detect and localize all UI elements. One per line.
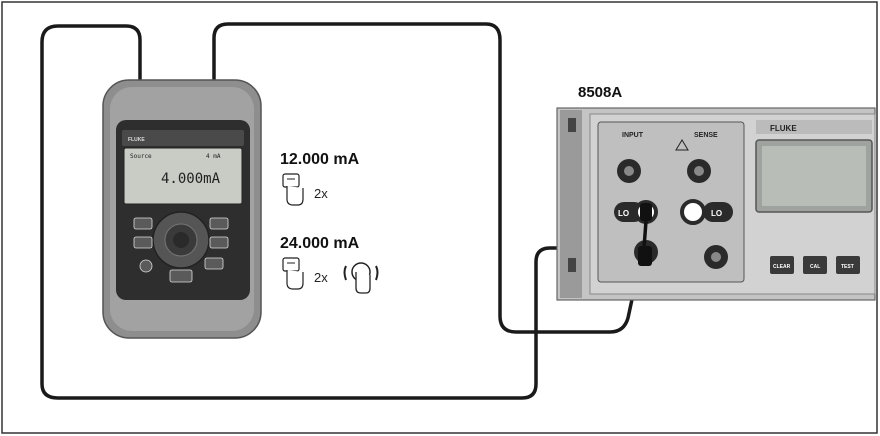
step-1-setpoint: 12.000 mA — [280, 151, 360, 168]
meter-clear-label: CLEAR — [773, 264, 791, 270]
warning-triangle-icon — [675, 139, 689, 151]
step-1: 12.000 mA 2x — [280, 151, 360, 206]
step-2: 24.000 mA 2x — [280, 235, 379, 294]
key-bottom — [169, 269, 193, 283]
meter-test-button — [836, 256, 860, 274]
calibrator-lcd — [123, 147, 243, 205]
step-1-repeat: 2x — [314, 186, 328, 201]
key-left-top — [133, 217, 153, 230]
terminal-lo-label: LO — [618, 209, 629, 218]
step-2-press-icon — [282, 257, 304, 290]
key-right-top — [209, 217, 229, 230]
terminal-sense-hi — [687, 159, 711, 183]
meter-cal-label: CAL — [810, 264, 820, 270]
test-leads — [40, 22, 646, 400]
meter-test-label: TEST — [841, 264, 854, 270]
plug-lo — [640, 203, 652, 249]
wire-input — [212, 22, 642, 334]
lcd-status-left: Source — [130, 153, 152, 160]
calibrator-brand: FLUKE — [128, 137, 145, 143]
step-2-setpoint: 24.000 mA — [280, 235, 360, 252]
key-right-mid — [209, 236, 229, 249]
lcd-reading: 4.000mA — [161, 171, 221, 187]
key-right-low — [204, 257, 224, 270]
lcd-status-right: 4 mA — [206, 153, 221, 160]
meter-cal-button — [803, 256, 827, 274]
loop-calibrator: FLUKE Source 4 mA 4.000mA — [102, 79, 262, 339]
key-left-round — [139, 259, 153, 273]
wire-lo-return — [40, 24, 646, 400]
sense-label: SENSE — [694, 132, 718, 139]
key-left-mid — [133, 236, 153, 249]
meter-clear-button — [770, 256, 794, 274]
knob-turn-icon — [343, 262, 379, 294]
meter-side-bracket — [560, 110, 582, 298]
terminal-input-hi — [617, 159, 641, 183]
step-1-press-icon — [282, 173, 304, 206]
terminal-sense-lo: LO — [680, 199, 733, 225]
plug-input — [638, 246, 652, 266]
meter-brand: FLUKE — [770, 124, 797, 133]
terminal-lo-sense-label: LO — [711, 209, 722, 218]
terminal-ohms — [704, 245, 728, 269]
step-2-repeat: 2x — [314, 270, 328, 285]
reference-meter-label: 8508A — [578, 84, 622, 101]
reference-multimeter: INPUT SENSE LO LO — [556, 107, 876, 301]
input-label: INPUT — [622, 132, 644, 139]
